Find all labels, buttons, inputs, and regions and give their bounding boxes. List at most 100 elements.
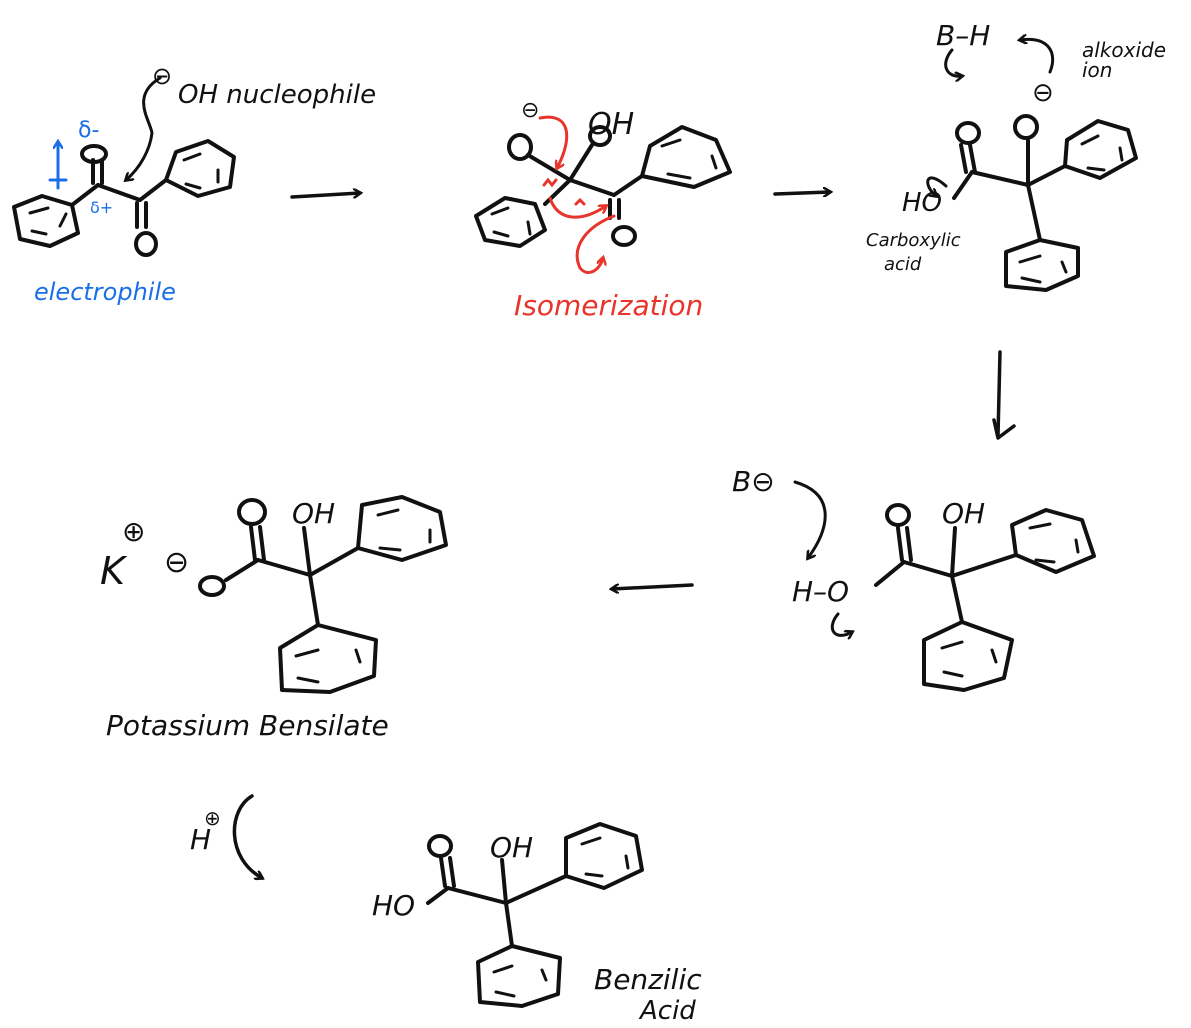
potassium-charge: ⊕ — [122, 515, 146, 548]
carboxylic-label-line2: acid — [884, 254, 922, 275]
carbonyl-double-bond — [258, 525, 266, 562]
protonation-arrow — [232, 794, 262, 878]
hydroxyl-acid-label: HO — [372, 889, 416, 922]
bond — [256, 558, 312, 577]
nucleophile-curved-arrow — [126, 76, 162, 180]
step2-intermediate — [474, 125, 732, 248]
bond — [612, 174, 644, 197]
alkoxide-label: alkoxide ion — [1082, 38, 1167, 82]
nucleophile-label: OH nucleophile — [178, 80, 377, 110]
phenyl-ring — [564, 822, 644, 890]
benzilic-acid-label-line1: Benzilic — [594, 963, 702, 996]
step4-acid — [874, 503, 1096, 692]
phenyl-ring — [278, 623, 378, 694]
phenyl-ring — [922, 620, 1014, 692]
carbonyl-oxygen — [611, 225, 637, 247]
phenyl-ring — [476, 944, 562, 1008]
hydroxyl-label: OH — [292, 497, 336, 530]
hydroxyl-acid-label: HO — [902, 188, 943, 218]
carbonyl-oxygen — [427, 834, 453, 858]
bond — [308, 546, 360, 577]
delta-minus-label: δ- — [78, 118, 100, 143]
bond — [224, 558, 260, 582]
hydroxyl-oxygen — [588, 125, 612, 147]
reaction-arrow — [612, 583, 694, 589]
oxide-charge: ⊖ — [521, 98, 540, 123]
base-label: B⊖ — [732, 465, 775, 498]
bond — [70, 183, 100, 207]
carbonyl-oxygen — [80, 144, 108, 164]
benzilic-acid-label-line2: Acid — [640, 996, 696, 1026]
bond — [950, 526, 957, 578]
bond — [874, 560, 906, 587]
bond — [950, 553, 1018, 578]
step6-benzilic-acid — [426, 822, 644, 1008]
carbonyl-oxygen — [237, 498, 267, 526]
hydroxyl-label: OH — [490, 831, 534, 864]
bond — [504, 874, 568, 905]
bond — [426, 886, 450, 905]
carboxylate-charge: ⊖ — [164, 545, 190, 580]
phenyl-ring — [1063, 119, 1138, 180]
carbonyl-double-bond — [905, 526, 913, 562]
carbonyl-oxygen — [885, 503, 911, 527]
carbonyl-double-bond — [448, 856, 456, 888]
carbonyl-double-bond — [968, 143, 977, 174]
potassium-label: K — [100, 549, 125, 593]
reaction-arrow — [996, 350, 1002, 438]
isomerization-label: Isomerization — [514, 289, 704, 322]
bond — [504, 901, 514, 948]
bond — [308, 573, 320, 627]
proton-label: H — [190, 823, 212, 856]
phenyl-ring — [1010, 508, 1096, 574]
phenyl-ring — [474, 196, 547, 248]
alkoxide-charge: ⊖ — [1032, 78, 1054, 108]
phenyl-ring — [164, 139, 236, 198]
phenyl-ring — [640, 125, 732, 189]
acid-h-label: H–O — [792, 575, 850, 608]
step5-salt — [198, 495, 448, 694]
phenyl-ring — [12, 194, 80, 248]
reaction-arrow-head — [992, 418, 1016, 440]
carbonyl-double-bond — [439, 856, 447, 888]
hydroxyl-label: OH — [942, 497, 986, 530]
reaction-arrow — [773, 192, 830, 194]
oh-arrow — [830, 612, 852, 635]
oxide-oxygen — [507, 133, 533, 161]
carbonyl-double-bond — [959, 143, 968, 174]
step1-benzil — [12, 139, 236, 257]
carbonyl-double-bond — [896, 526, 904, 562]
carbonyl-oxygen — [134, 231, 158, 257]
bond — [500, 858, 508, 905]
bond — [970, 170, 1030, 187]
potassium-benzilate-label: Potassium Bensilate — [106, 709, 389, 742]
bond — [568, 143, 594, 182]
proton-transfer-arrow — [1020, 39, 1055, 74]
bond — [526, 153, 572, 182]
delta-plus-label: δ+ — [90, 198, 114, 217]
oh-arrow — [926, 176, 948, 196]
carbonyl-double-bond — [249, 525, 257, 562]
bond — [446, 886, 508, 905]
phenyl-ring — [356, 495, 448, 562]
bond — [138, 178, 168, 202]
bond — [902, 560, 954, 578]
hydroxyl-label: OH — [588, 107, 635, 142]
nucleophile-charge: ⊖ — [152, 62, 173, 90]
electrophile-label: electrophile — [34, 278, 176, 306]
bond — [96, 183, 142, 202]
bond — [302, 526, 312, 577]
carbonyl-oxygen — [955, 121, 981, 145]
bond — [1026, 164, 1067, 187]
bond — [543, 178, 572, 206]
step3-alkoxide — [952, 114, 1138, 292]
carboxylate-oxygen — [198, 575, 226, 597]
bond — [950, 574, 964, 624]
proton-charge: ⊕ — [204, 806, 221, 830]
bond — [568, 178, 616, 197]
alkoxide-oxygen — [1013, 114, 1039, 140]
carboxylic-label-line1: Carboxylic — [866, 230, 961, 251]
bond — [1026, 183, 1042, 242]
